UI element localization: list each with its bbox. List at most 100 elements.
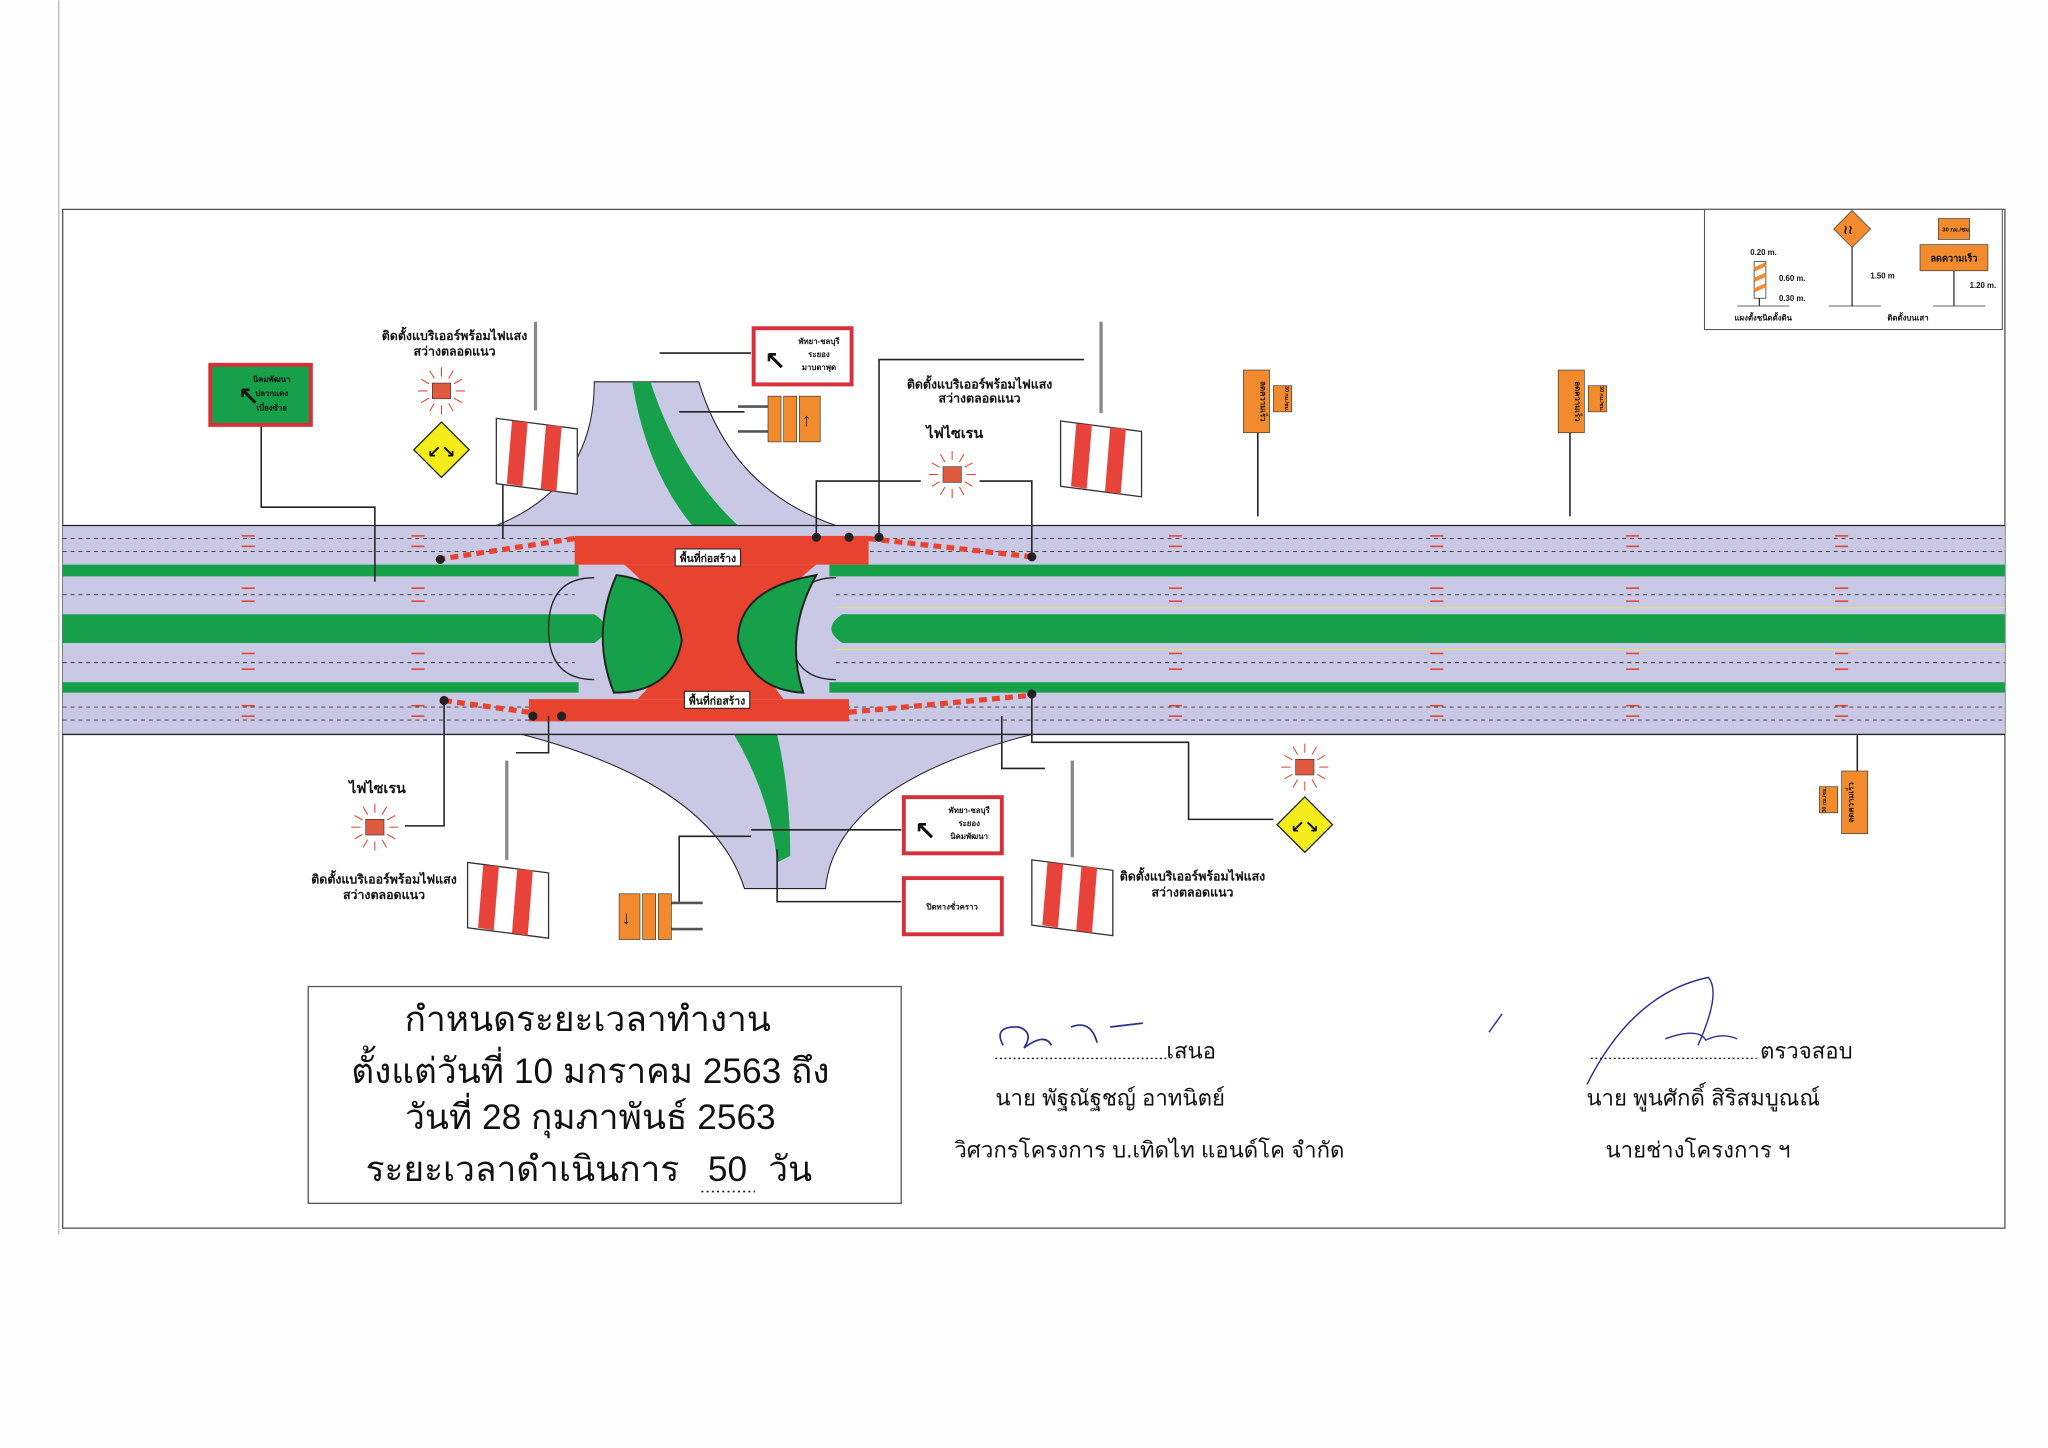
warning-sign-diverge: ↙↘ [1276,795,1334,854]
concrete-barrier [466,861,550,939]
west-island [601,574,683,694]
sign-text: 30 กม./ชม. [1822,787,1828,813]
duration-unit: วัน [768,1150,812,1189]
barrier-label: สว่างตลอดแนว [343,888,425,902]
schedule-to: วันที่ 28 กุมภาพันธ์ 2563 [405,1093,776,1138]
siren-ray [387,814,396,821]
construction-area-label: พื้นที่ก่อสร้าง [689,692,745,707]
sign-text: มาบตาพุด [802,363,836,373]
legend-slow-down: ลดความเร็ว [1930,252,1977,264]
barrier-label: ติดตั้งแบริเออร์พร้อมไฟแสง [311,869,457,886]
reviewer-position: นายช่างโครงการ ฯ [1605,1138,1790,1163]
barrier-label: ติดตั้งแบริเออร์พร้อมไฟแสง [907,374,1053,391]
sign-text: ลดความเร็ว [1844,782,1855,822]
sign-text: 30 กม./ชม. [1598,386,1604,412]
siren-ray [381,839,388,848]
siren-ray [448,370,454,379]
dim-width: 0.20 m. [1750,248,1777,257]
schedule-from: ตั้งแต่วันที่ 10 มกราคม 2563 ถึง [351,1045,829,1091]
handwritten-signature [1488,976,1738,1085]
siren-ray [387,833,396,840]
siren-ray [354,833,363,840]
siren-ray [453,378,463,385]
pole-sign-legend: ≀≀ 1.50 m ติดตั้งบนเสา 30 กม./ชม. ลดความ… [1828,210,1997,322]
sign-text: ระยอง [808,350,830,359]
siren-ray [939,453,946,463]
ground-barrier-caption: แผงตั้งชนิดตั้งดิน [1735,311,1793,322]
warning-sign-diverge: ↙↘ [412,421,471,479]
sign-text: ลดความเร็ว [1258,381,1269,421]
schedule-box: กำหนดระยะเวลาทำงาน ตั้งแต่วันที่ 10 มกรา… [307,985,902,1204]
direction-sign-bottom: ↖ พัทยา-ชลบุรี ระยอง นิคมพัฒนา [901,795,1004,856]
siren-ray [354,814,363,821]
concrete-barrier [495,417,578,495]
siren-ray [1292,779,1299,788]
proposer-signature-block: เสนอ นาย พัฐณัฐชญ์ อาทนิตย์ วิศวกรโครงกา… [954,1022,1344,1163]
barrier-label: สว่างตลอดแนว [939,392,1021,406]
annotation-labels: ติดตั้งแบริเออร์พร้อมไฟแสง สว่างตลอดแนว … [311,326,1265,902]
arrow-up-icon: ↑ [802,409,811,430]
sign-text: นิคมพัฒนา [950,832,988,841]
sign-text: พัทยา-ชลบุรี [949,805,991,816]
siren-ray [939,486,946,496]
siren-light [351,803,399,851]
siren-ray [1311,746,1318,755]
siren-ray [1311,779,1318,788]
sign-text: เบี่ยงซ้าย [256,402,287,413]
dim-lower: 0.30 m. [1779,294,1806,303]
sign-text: พัทยา-ชลบุรี [798,336,840,347]
barrier-line [848,692,1033,715]
barrier-line [437,535,576,563]
siren-ray [420,397,430,404]
reviewer-role: ตรวจสอบ [1760,1038,1853,1063]
barrier-label: ติดตั้งแบริเออร์พร้อมไฟแสง [382,326,528,343]
direction-sign-top: ↖ พัทยา-ชลบุรี ระยอง มาบตาพุด [751,326,854,387]
diverge-arrows-icon: ↙↘ [427,443,455,462]
barricade-down-arrow: ↓ [618,893,703,940]
siren-ray [964,481,973,487]
concrete-barrier [1031,859,1114,937]
dim-pole: 1.50 m [1870,272,1894,281]
siren-ray [958,486,965,496]
siren-ray [429,370,435,379]
siren-label: ไฟไซเรน [347,779,406,797]
sign-text: 30 กม./ชม. [1283,386,1289,412]
speed-reduction-sign: ลดความเร็ว 30 กม./ชม. [1243,369,1293,434]
speed-reduction-sign: ลดความเร็ว 30 กม./ชม. [1557,369,1607,434]
temporary-closed-sign: ปิดทางชั่วคราว [901,876,1004,937]
speed-reduction-sign: 30 กม./ชม. ลดความเร็ว [1819,770,1869,835]
siren-ray [931,462,940,468]
leader-lines [260,352,1859,903]
barrier-label: สว่างตลอดแนว [1151,885,1233,899]
construction-area-label: พื้นที่ก่อสร้าง [680,550,736,565]
proposer-role: เสนอ [1166,1038,1216,1063]
siren-ray [429,403,435,412]
construction-zone: พื้นที่ก่อสร้าง พื้นที่ก่อสร้าง [435,532,1037,722]
siren-light [417,367,465,415]
sign-text: ลดความเร็ว [1573,381,1584,421]
barrier-line [443,697,530,715]
siren-ray [931,481,940,487]
siren-ray [362,806,369,816]
duration-days: 50 [708,1150,747,1189]
arrow-up-left-icon: ↖ [914,816,936,846]
barrier-label: สว่างตลอดแนว [413,345,495,359]
siren-ray [1284,773,1293,780]
siren-ray [1316,773,1326,780]
sign-text: ระยอง [958,819,980,828]
barrier-label: ติดตั้งแบริเออร์พร้อมไฟแสง [1120,867,1266,884]
siren-ray [448,403,454,412]
siren-ray [1316,754,1326,761]
curve-arrows-icon: ≀≀ [1843,222,1853,237]
siren-ray [420,378,430,385]
siren-ray [453,397,463,404]
siren-light [1281,743,1329,791]
handwritten-signature [999,1022,1143,1049]
siren-ray [1284,754,1293,761]
barrier-line [868,535,1033,560]
dim-speed-pole: 1.20 m. [1970,281,1997,290]
north-median [632,381,738,526]
siren-ray [1292,746,1299,755]
east-island [736,573,819,694]
